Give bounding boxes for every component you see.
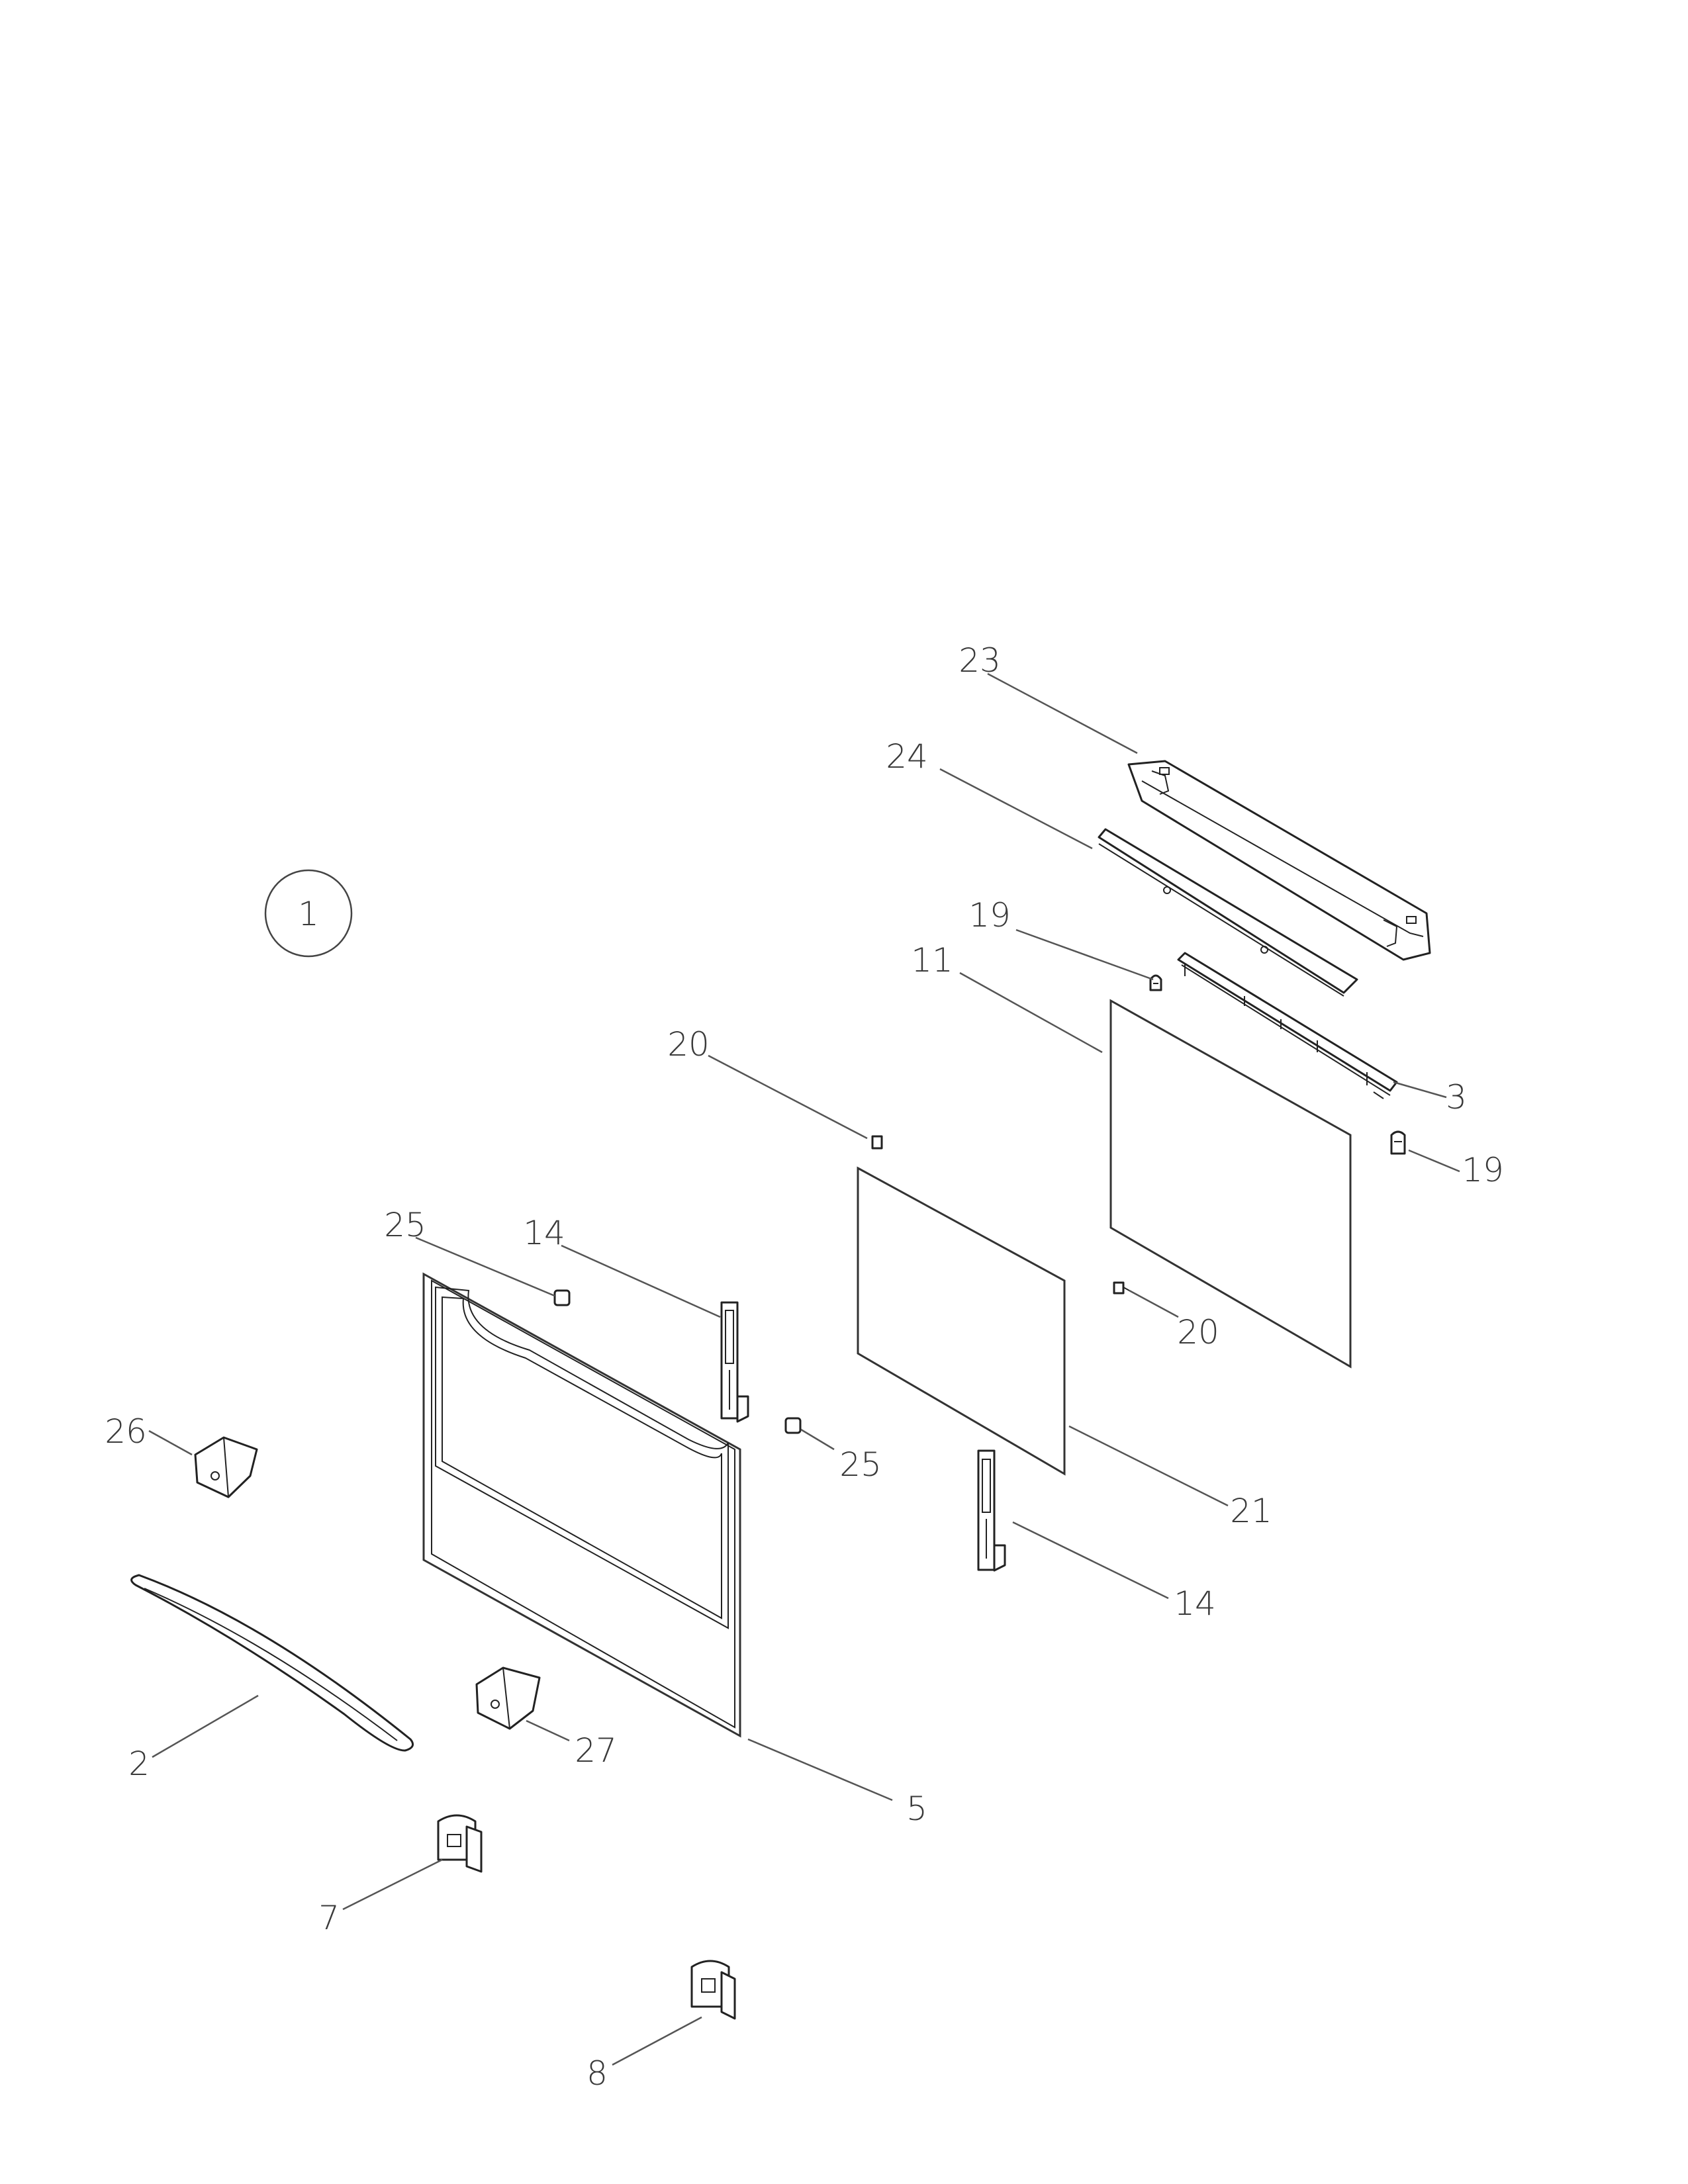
callout-25-upper: 25 [384, 1206, 426, 1244]
callout-14-upper: 14 [523, 1214, 565, 1252]
callout-11: 11 [911, 941, 953, 979]
part-19-clip-upper [1149, 974, 1162, 991]
callout-20-lower: 20 [1177, 1313, 1219, 1351]
callout-24: 24 [886, 737, 928, 776]
part-8-bracket [690, 1960, 736, 2020]
callout-19-right: 19 [1462, 1151, 1504, 1189]
part-7-bracket [437, 1814, 483, 1873]
figure-number-badge: 1 [264, 869, 353, 958]
part-19-clip-right [1390, 1130, 1406, 1155]
callout-8: 8 [586, 2054, 608, 2093]
part-20-clip-lower [1113, 1281, 1130, 1295]
part-24-inner-profile [1098, 828, 1358, 997]
callout-25-lower: 25 [839, 1445, 882, 1484]
leader-lines [148, 672, 1460, 2066]
part-25-spacer-upper [553, 1289, 571, 1306]
part-14-hinge-right [977, 1449, 1006, 1572]
part-23-top-trim [1127, 760, 1431, 961]
part-2-handle-bar [130, 1574, 414, 1752]
callout-21: 21 [1230, 1492, 1272, 1530]
part-25-spacer-lower [784, 1417, 802, 1434]
callout-7: 7 [318, 1899, 340, 1937]
part-3-bracket-rail [1177, 952, 1398, 1099]
callout-19-upper: 19 [968, 896, 1011, 934]
callout-26: 26 [105, 1412, 147, 1451]
callout-labels: 23 24 19 11 3 20 19 25 14 20 25 21 14 26… [105, 641, 1504, 2093]
callout-3: 3 [1446, 1078, 1467, 1116]
part-14-hinge-left [720, 1301, 749, 1423]
part-21-middle-glass [857, 1166, 1066, 1476]
callout-5: 5 [906, 1790, 927, 1828]
part-26-end-cap [194, 1436, 258, 1498]
part-20-clip-upper [871, 1135, 883, 1150]
callout-2: 2 [128, 1745, 150, 1783]
figure-number: 1 [298, 895, 319, 933]
callout-14-lower: 14 [1174, 1584, 1216, 1623]
part-27-end-cap [475, 1666, 541, 1730]
part-5-outer-door [422, 1272, 741, 1738]
callout-27: 27 [575, 1731, 617, 1770]
part-11-inner-glass [1109, 999, 1352, 1369]
callout-20-upper: 20 [667, 1025, 710, 1064]
callout-23: 23 [959, 641, 1001, 680]
